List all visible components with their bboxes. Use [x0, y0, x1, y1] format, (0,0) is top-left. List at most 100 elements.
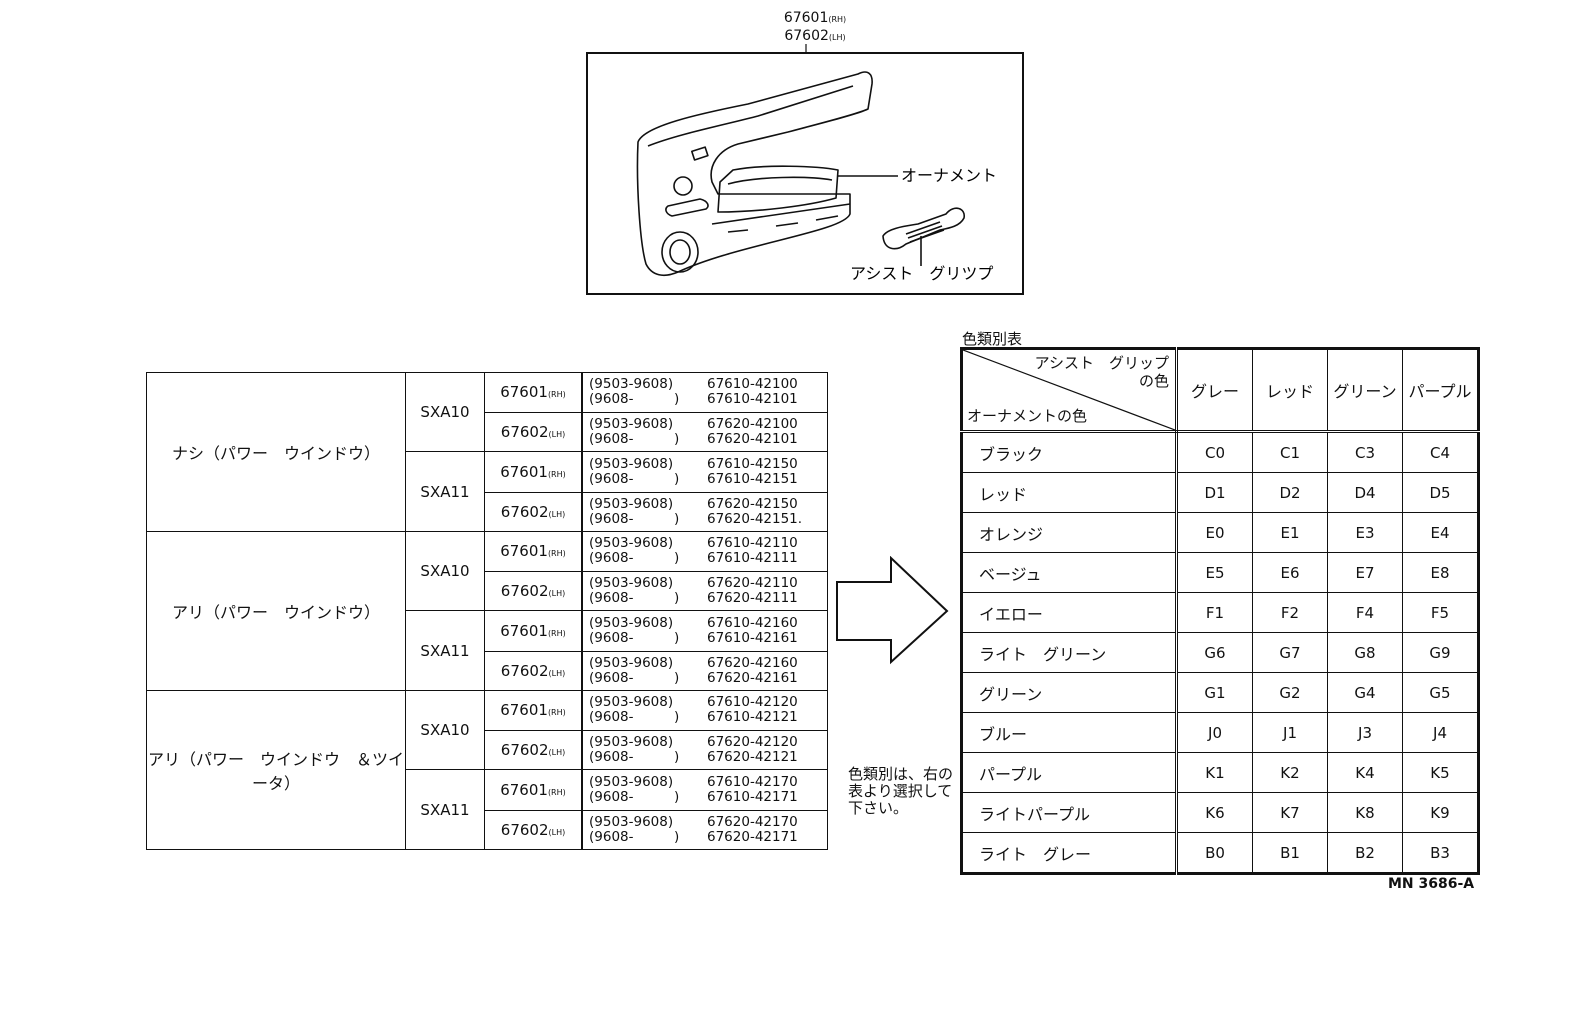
color-code-cell: J1	[1252, 712, 1328, 753]
date-range-cell: (9503-9608) 67620-42150(9608- )67620-4215…	[581, 491, 828, 532]
table-row: 67602(LH)(9503-9608)67620-42170(9608- )6…	[147, 809, 828, 850]
diagonal-line	[963, 350, 1175, 430]
color-code-cell: F2	[1252, 592, 1328, 633]
part-number: 67602	[500, 661, 549, 680]
color-selection-note: 色類別は、右の表より選択して下さい。	[848, 765, 954, 817]
part-side: (RH)	[547, 469, 566, 479]
grip-color-axis-label: アシスト グリップの色	[1034, 354, 1169, 390]
date-range-row: (9608- )67610-42111	[589, 551, 827, 566]
ornament-color-axis-label: オーナメントの色	[967, 407, 1088, 425]
color-code-cell: K7	[1252, 792, 1328, 833]
color-table-caption: 色類別表	[962, 330, 1023, 348]
color-code-cell: G9	[1402, 632, 1479, 673]
production-period: (9608- )	[589, 470, 680, 487]
color-code-cell: E6	[1252, 552, 1328, 593]
color-code-cell: D4	[1327, 472, 1403, 513]
color-code-cell: B1	[1252, 832, 1328, 874]
grip-color-red: レッド	[1252, 348, 1328, 433]
date-range-row: (9503-9608)67610-42100	[589, 377, 827, 392]
date-range-cell: (9503-9608)67610-42150(9608- )67610-4215…	[581, 451, 828, 493]
door-trim-illustration: オーナメント アシスト グリツプ	[586, 52, 1024, 295]
side-lh: (LH)	[828, 33, 846, 42]
production-period: (9503-9608)	[589, 495, 674, 512]
production-period: (9608- )	[589, 430, 680, 447]
part-code: 67620-42120	[707, 733, 798, 750]
part-code: 67610-42100	[707, 376, 798, 393]
part-code: 67620-42150	[707, 495, 798, 512]
date-range-cell: (9503-9608)67620-42160(9608- ) 67620-4216…	[581, 650, 828, 691]
part-side: (RH)	[547, 390, 566, 400]
model-cell: SXA10	[405, 531, 485, 611]
color-code-cell: J4	[1402, 712, 1479, 753]
part-code: 67620-42121	[707, 748, 798, 765]
production-period: (9608- )	[589, 828, 680, 845]
color-code-cell: F4	[1327, 592, 1403, 633]
production-period: (9608- )	[589, 550, 680, 567]
model-cell: SXA11	[405, 769, 485, 850]
production-period: (9503-9608)	[589, 535, 674, 552]
color-code-cell: C4	[1402, 431, 1479, 473]
color-code-cell: C0	[1176, 431, 1253, 473]
color-code-cell: F1	[1176, 592, 1253, 633]
part-code: 67610-42171	[707, 788, 798, 805]
part-number-cell: 67601(RH)	[484, 610, 583, 652]
color-code-cell: E1	[1252, 512, 1328, 553]
part-number-cell: 67602(LH)	[484, 729, 583, 770]
date-range-row: (9503-9608)67610-42160	[589, 615, 827, 631]
ornament-color-cell: オレンジ	[961, 512, 1178, 553]
option-cell: ナシ（パワー ウインドウ）	[146, 372, 406, 532]
color-code-cell: K9	[1402, 792, 1479, 833]
color-code-cell: E8	[1402, 552, 1479, 593]
date-range-row: (9503-9608)67620-42160	[589, 655, 827, 671]
color-code-cell: K6	[1176, 792, 1253, 833]
ornament-color-cell: ブラック	[961, 431, 1178, 473]
ornament-color-cell: ライト グリーン	[961, 632, 1178, 673]
color-code-cell: G1	[1176, 672, 1253, 713]
part-number: 67602	[500, 820, 549, 839]
part-code: 67620-42161	[707, 669, 798, 686]
color-code-cell: B0	[1176, 832, 1253, 874]
part-code: 67610-42161	[707, 629, 798, 646]
date-range-cell: (9503-9608)67610-42100(9608- )67610-4210…	[581, 372, 828, 413]
ornament-color-cell: ブルー	[961, 712, 1178, 753]
part-number: 67602	[500, 740, 549, 759]
color-code-cell: E4	[1402, 512, 1479, 553]
part-number-cell: 67602(LH)	[484, 411, 583, 452]
part-number: 67601	[500, 780, 548, 799]
model-cell: SXA10	[405, 372, 485, 452]
catalog-code: MN 3686-A	[1388, 876, 1475, 892]
date-range-row: (9608- )67620-42171	[589, 828, 827, 845]
model-cell: SXA11	[405, 610, 485, 691]
part-number-cell: 67602(LH)	[484, 491, 583, 532]
date-range-row: (9608- )67610-42101	[589, 392, 827, 407]
color-code-cell: D2	[1252, 472, 1328, 513]
part-side: (RH)	[547, 708, 566, 718]
color-code-cell: D1	[1176, 472, 1253, 513]
part-number-cell: 67601(RH)	[484, 372, 583, 413]
color-code-cell: G4	[1327, 672, 1403, 713]
part-code: 67620-42101	[707, 430, 798, 447]
color-code-cell: E0	[1176, 512, 1253, 553]
production-period: (9608- )	[589, 629, 680, 646]
grip-color-purple: パープル	[1402, 348, 1479, 433]
grip-color-green: グリーン	[1327, 348, 1403, 433]
date-range-row: (9608- ) 67610-42171	[589, 788, 827, 805]
option-cell: アリ（パワー ウインドウ）	[146, 531, 406, 691]
date-range-row: (9503-9608)67620-42170	[589, 814, 827, 830]
color-code-cell: C3	[1327, 431, 1403, 473]
date-range-row: (9608- )67620-42111	[589, 590, 827, 606]
part-code: 67610-42110	[707, 535, 798, 552]
date-range-row: (9608- ) 67620-42101	[589, 430, 827, 447]
production-period: (9503-9608)	[589, 574, 674, 591]
part-code: 67620-42110	[707, 574, 798, 591]
production-period: (9608- )	[589, 669, 680, 686]
color-code-cell: B2	[1327, 832, 1403, 874]
production-period: (9608- )	[589, 788, 680, 805]
door-trim-drawing: オーナメント アシスト グリツプ	[636, 71, 997, 283]
date-range-row: (9608- )67620-42151.	[589, 511, 827, 527]
